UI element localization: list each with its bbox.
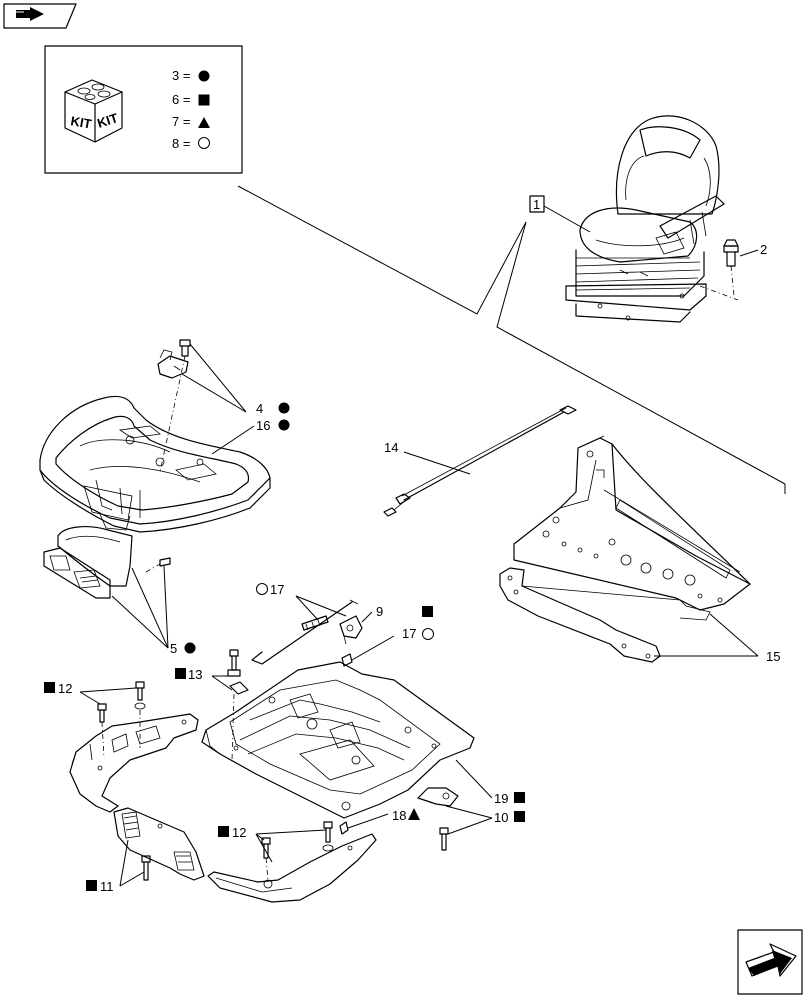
callout-18: 18	[392, 808, 406, 823]
kit-legend-box: KIT KIT 3 = 6 = 7 = 8 =	[44, 45, 243, 174]
next-frame	[737, 929, 803, 995]
callout-5: 5	[170, 641, 177, 656]
callout-1-box	[529, 195, 545, 213]
callout-12a: 12	[58, 681, 72, 696]
open-circle-icon	[256, 583, 268, 595]
open-circle-icon	[198, 137, 210, 149]
filled-square-icon	[514, 811, 525, 822]
slide-rail-plate	[201, 661, 475, 819]
callout-14: 14	[384, 440, 398, 455]
seat-base-bracket	[513, 435, 751, 611]
filled-triangle-icon	[408, 808, 420, 820]
bracket-part-16	[157, 349, 189, 379]
callout-13: 13	[188, 667, 202, 682]
clip-part-18	[339, 821, 349, 835]
seat-cushion-frame	[39, 395, 271, 533]
next-page-button[interactable]	[737, 929, 803, 995]
callout-2: 2	[760, 242, 767, 257]
bolt-part-2	[723, 239, 739, 297]
open-circle-icon	[422, 628, 434, 640]
legend-num-3: 3 =	[172, 68, 190, 83]
bolt-part-12-right	[261, 821, 334, 881]
filled-triangle-icon	[198, 117, 210, 128]
callout-17a: 17	[270, 582, 284, 597]
callout-4: 4	[256, 401, 263, 416]
kit-badge-right: KIT	[95, 110, 120, 131]
arrow-next-icon	[745, 943, 797, 977]
callout-15: 15	[766, 649, 780, 664]
bolt-part-10	[439, 827, 449, 851]
rod-part-17	[251, 599, 359, 665]
filled-square-icon	[218, 826, 229, 837]
explode-line-left	[237, 185, 527, 315]
filled-square-icon	[44, 682, 55, 693]
callout-12b: 12	[232, 825, 246, 840]
legend-frame	[44, 45, 243, 174]
arrow-prev-icon	[14, 7, 44, 21]
complete-seat-assembly	[565, 115, 739, 323]
filled-square-icon	[86, 880, 97, 891]
callout-11: 11	[100, 879, 114, 894]
explode-line-right	[496, 221, 786, 485]
filled-square-icon	[514, 792, 525, 803]
filled-circle-icon	[278, 419, 290, 431]
filled-circle-icon	[184, 642, 196, 654]
filled-circle-icon	[278, 402, 290, 414]
filled-circle-icon	[198, 70, 210, 82]
side-rail-front	[113, 807, 205, 881]
callout-17b: 17	[402, 626, 416, 641]
side-rail-right	[207, 833, 377, 903]
prev-page-button[interactable]	[3, 3, 77, 29]
callout-16: 16	[256, 418, 270, 433]
callout-1: 1	[533, 197, 540, 212]
callout-9: 9	[376, 604, 383, 619]
prev-tab-frame	[3, 3, 77, 29]
bolt-part-12-left	[97, 681, 146, 759]
legend-num-7: 7 =	[172, 114, 190, 129]
filled-square-icon	[198, 94, 210, 106]
bolt-part-13	[227, 649, 249, 761]
screw-part-5	[145, 557, 171, 573]
filled-square-icon	[175, 668, 186, 679]
kit-badge-left: KIT	[69, 113, 92, 131]
bolt-part-11	[141, 855, 151, 881]
base-plate-part-15	[499, 567, 711, 663]
latch-part-9	[339, 615, 363, 645]
cable-part-14	[383, 405, 577, 517]
bracket-part-10	[417, 787, 459, 807]
callout-10: 10	[494, 810, 508, 825]
kit-box-icon: KIT KIT	[64, 79, 123, 143]
filled-square-icon	[422, 606, 433, 617]
side-rail-left	[69, 713, 199, 813]
callout-19: 19	[494, 791, 508, 806]
legend-num-8: 8 =	[172, 136, 190, 151]
bolt-part-4	[179, 339, 191, 357]
legend-num-6: 6 =	[172, 92, 190, 107]
front-trim-part-5	[43, 526, 133, 599]
